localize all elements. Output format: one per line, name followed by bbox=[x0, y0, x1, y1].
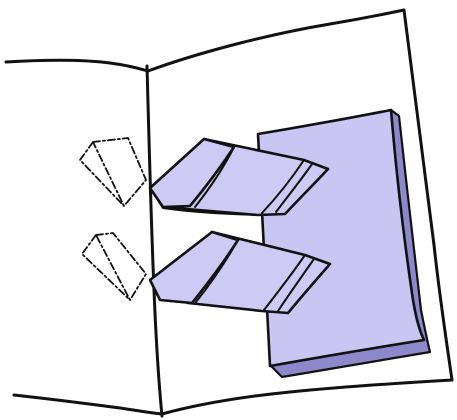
left-panel-bottom-edge bbox=[14, 395, 162, 414]
center-fold-line bbox=[147, 66, 162, 416]
glued-sheet bbox=[258, 110, 430, 377]
lower-cut-guide bbox=[82, 233, 146, 300]
left-panel-top-edge bbox=[6, 60, 148, 71]
upper-cut-guide bbox=[80, 138, 146, 206]
right-panel-top-edge bbox=[148, 10, 404, 71]
cut-guides bbox=[80, 138, 146, 300]
right-panel-bottom-edge bbox=[162, 380, 452, 414]
